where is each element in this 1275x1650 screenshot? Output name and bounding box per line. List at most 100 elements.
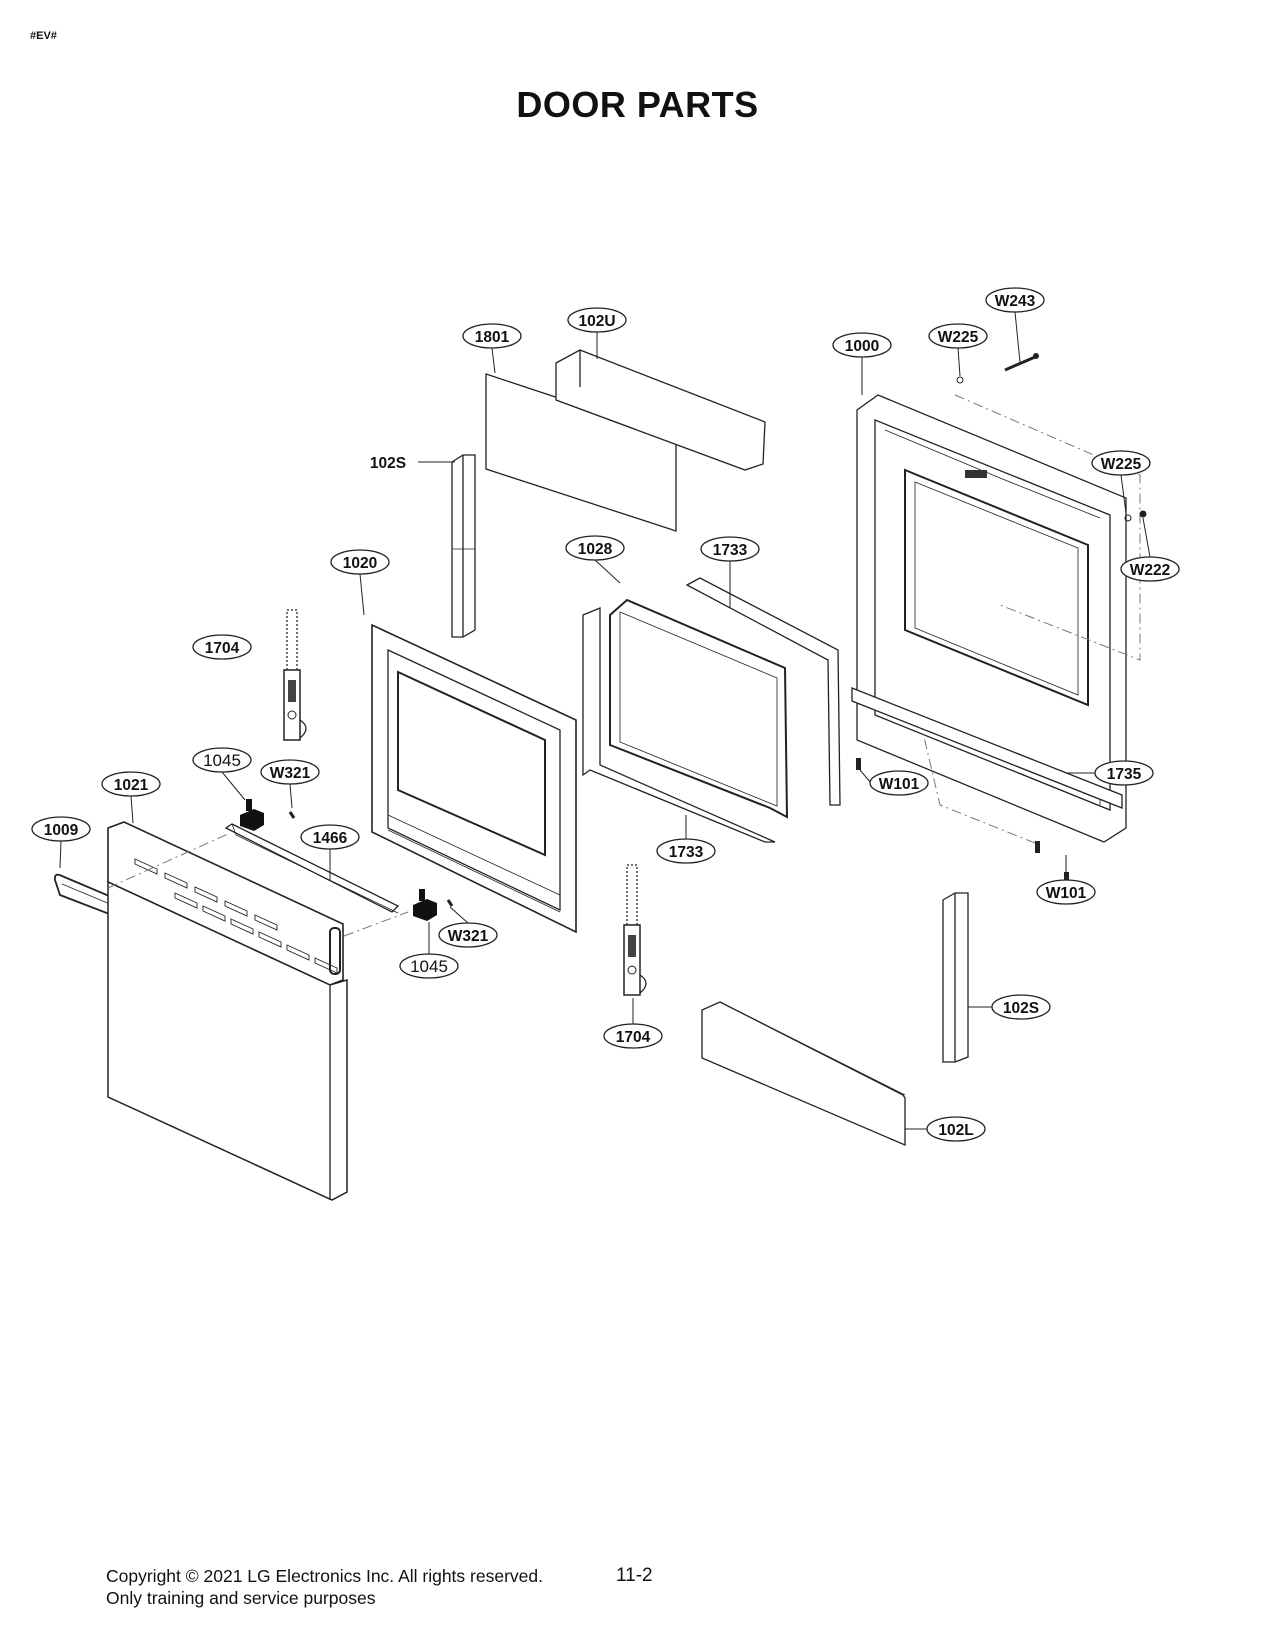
upper-trim-102U [555,349,766,471]
leader-line [491,347,496,374]
inner-door-top-rail [884,429,1101,519]
lower-trim-102L [701,1001,906,1146]
callout-label: W321 [270,765,311,782]
guide-front-2 [343,911,409,937]
callout-label: 1021 [114,777,149,794]
callout-label: W101 [1046,885,1087,902]
callout-ellipse [192,747,252,773]
callout-ellipse [926,1116,986,1142]
callout-1020: 1020 [330,549,390,616]
callout-1735: 1735 [1066,760,1154,786]
leader-line [859,769,872,784]
callout-ellipse [565,535,625,561]
inner-door-frame-rim [874,419,1111,811]
leader-line [221,771,246,801]
callout-W222: W222 [1120,517,1180,582]
callout-1704a: 1704 [192,634,252,660]
callout-1801: 1801 [462,323,522,374]
callout-label: 1045 [203,751,241,770]
panel-vent-low-3 [258,931,282,948]
leader-line [59,840,62,869]
leader-line [130,795,134,824]
callout-label: 102S [370,455,406,472]
callout-label: 102L [938,1122,973,1139]
callout-ellipse [1120,556,1180,582]
callout-1733a: 1733 [700,536,760,608]
hinge-1704-center [623,864,647,996]
callout-ellipse [1094,760,1154,786]
leader-line [289,783,293,809]
bar-1466-edge [231,823,399,914]
purpose-text: Only training and service purposes [106,1588,376,1608]
callout-label: 1735 [1107,766,1142,783]
glass-panel-inner [619,611,778,807]
gasket-1733-lower [582,607,776,843]
washer-W225-upper [956,376,964,384]
callout-ellipse [603,1023,663,1049]
callout-label: 1000 [845,338,879,355]
latch-1045-lower [413,889,437,921]
callout-1028: 1028 [565,535,625,584]
inner-door-window [904,468,1089,707]
callout-1045a: 1045 [192,747,252,801]
panel-vent-4 [254,914,278,931]
hinge-1704-left [283,609,307,741]
panel-vent-0 [134,858,158,875]
vent-slot [965,470,987,478]
inner-door-window-inner [914,481,1079,696]
callout-label: W222 [1130,562,1171,579]
callout-label: W321 [448,928,489,945]
callout-ellipse [991,994,1051,1020]
callout-W101a: W101 [859,769,929,796]
glass-panel-1028 [609,598,789,819]
leader-line [1142,517,1151,558]
callout-ellipse [700,536,760,562]
lower-trim-top-edge [719,1001,906,1096]
callout-label: 1733 [669,844,704,861]
washer-W225-side [1124,514,1132,522]
screw-W222 [1139,510,1147,518]
callout-W321a: W321 [260,759,320,809]
callout-W321b: W321 [438,906,498,948]
callout-1000: 1000 [832,332,892,395]
parts-drawing [53,349,1147,1201]
callout-ellipse [928,323,988,349]
panel-vent-low-4 [286,944,310,961]
callout-ellipse [101,771,161,797]
page-title: DOOR PARTS [516,84,759,125]
leader-line [957,347,961,377]
leader-line [1014,311,1021,363]
panel-vent-1 [164,872,188,889]
middle-frame-inner [387,648,561,912]
callout-label: 1028 [578,541,613,558]
callout-label: 1009 [44,822,79,839]
callout-label: 1704 [616,1029,651,1046]
callout-1733b: 1733 [656,815,716,864]
callout-label: 1801 [475,329,510,346]
callout-102U: 102U [567,307,627,359]
panel-vent-low-0 [174,892,198,909]
middle-frame-window [397,670,546,857]
panel-vent-2 [194,886,218,903]
callout-1045b: 1045 [399,922,459,979]
callout-ellipse [462,323,522,349]
callout-label: 102S [1003,1000,1039,1017]
copyright-text: Copyright © 2021 LG Electronics Inc. All… [106,1566,543,1586]
guide-front-1 [107,832,231,889]
panel-display [329,927,341,975]
callout-ellipse [656,838,716,864]
document-marker: #EV# [30,30,57,42]
callout-W225a: W225 [928,323,988,377]
callout-1009: 1009 [31,816,91,869]
callout-1466: 1466 [300,824,360,880]
callout-label: W225 [1101,456,1142,473]
middle-frame-rail [387,814,561,896]
callout-label: W225 [938,329,979,346]
callout-ellipse [260,759,320,785]
bar-1466 [224,823,400,913]
callout-label: 1466 [313,830,348,847]
callout-ellipse [330,549,390,575]
callout-label: 1704 [205,640,240,657]
